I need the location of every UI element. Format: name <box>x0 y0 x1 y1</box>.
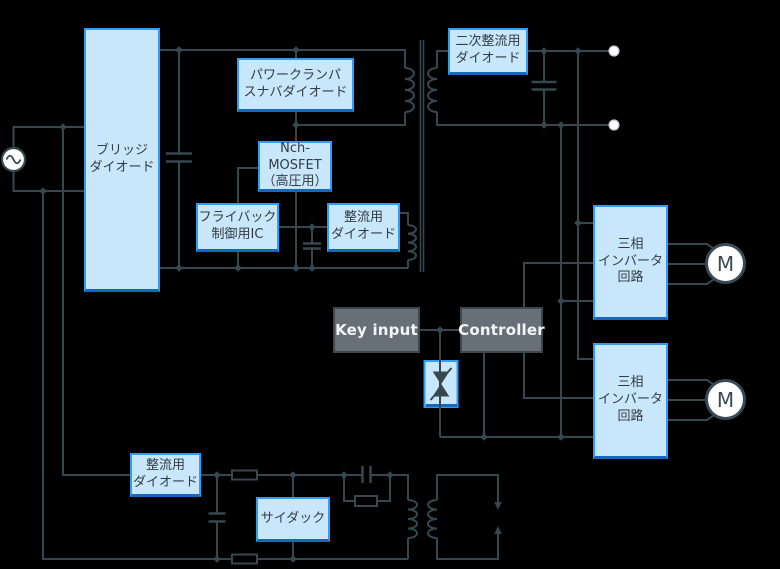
motor-1: M <box>705 243 746 284</box>
tvs-diode-icon <box>429 367 453 401</box>
box-label-line: ダイオード <box>330 227 396 242</box>
box-label-line: （高圧用） <box>262 174 328 190</box>
output-terminal-plus <box>608 45 620 57</box>
transformer-core <box>419 40 425 272</box>
wire-ac-to-bottom-rectifier <box>62 127 130 476</box>
box-label-line: 二次整流用 <box>455 34 521 50</box>
box-label-line: Nch- <box>280 140 310 156</box>
ac-bottom-lead <box>12 171 84 192</box>
box-key-input: Key input <box>333 307 420 353</box>
controller-to-inverter2 <box>523 353 593 399</box>
box-label-line: MOSFET <box>268 157 322 173</box>
bulk-cap-plates <box>166 152 192 163</box>
box-rectifier-diode-top: 整流用 ダイオード <box>327 203 400 252</box>
box-flyback-control-ic: フライバック 制御用IC <box>196 203 279 252</box>
box-bridge-diode: ブリッジ ダイオード <box>84 28 160 292</box>
box-three-phase-inverter-2: 三相 インバータ 回路 <box>593 343 668 459</box>
tvs-protector <box>423 330 459 437</box>
output-minus-rail <box>436 112 609 126</box>
box-label-line: ダイオード <box>455 51 521 66</box>
box-label-line: 三相 <box>617 236 644 252</box>
box-controller: Controller <box>458 307 545 353</box>
output-cap-plates <box>531 80 557 91</box>
series-resistor-bottom <box>231 553 258 565</box>
bottom-cap-plates <box>208 512 226 523</box>
controller-to-inverter1 <box>523 262 593 308</box>
igniter-secondary-bottom-loop <box>436 533 499 560</box>
box-sidac: サイダック <box>256 497 330 542</box>
box-label-line: インバータ <box>597 392 663 408</box>
box-secondary-rectifier-diode: 二次整流用 ダイオード <box>448 28 528 75</box>
wire-to-igniter-primary <box>371 474 409 500</box>
box-label-line: Controller <box>458 321 545 339</box>
igniter-secondary-top-loop <box>436 474 499 503</box>
box-label-line: 回路 <box>617 270 644 286</box>
aux-winding-top-lead <box>400 212 409 225</box>
primary-bottom-wire <box>296 112 406 126</box>
motor-2: M <box>705 379 746 420</box>
dc-top-rail <box>160 49 406 68</box>
box-label-line: サイダック <box>260 510 326 526</box>
igniter-secondary-winding <box>427 499 438 539</box>
ac-source-icon <box>0 146 27 173</box>
series-resistor-top <box>231 469 258 481</box>
motor-label: M <box>716 387 735 412</box>
box-label-line: フライバック <box>198 210 277 226</box>
box-label-line: 回路 <box>617 408 644 424</box>
gate-drive-wire <box>237 167 258 203</box>
wire-ac-to-bottom-bus <box>42 191 232 560</box>
spark-gap-icon <box>494 502 502 534</box>
parallel-resistor <box>354 495 378 507</box>
aux-winding <box>407 224 417 261</box>
parallel-resistor-left <box>343 475 355 502</box>
box-three-phase-inverter-1: 三相 インバータ 回路 <box>593 205 668 320</box>
box-label-line: パワークランパ <box>249 67 341 83</box>
plus-drop-wire <box>577 51 593 360</box>
box-label-line: 整流用 <box>145 457 185 473</box>
box-label-line: Key input <box>335 321 418 339</box>
coupling-cap-plates <box>361 466 372 483</box>
box-label-line: 整流用 <box>343 210 383 226</box>
secondary-winding <box>427 67 438 113</box>
box-label-line: ダイオード <box>89 159 155 175</box>
motor-label: M <box>716 251 735 276</box>
igniter-primary-winding <box>407 499 418 539</box>
parallel-resistor-right <box>377 475 391 502</box>
box-power-clamper-snubber-diode: パワークランパ スナバダイオード <box>237 58 354 112</box>
output-terminals <box>608 45 620 131</box>
box-label-line: 制御用IC <box>211 227 264 242</box>
box-nch-mosfet: Nch- MOSFET （高圧用） <box>258 141 332 192</box>
box-rectifier-diode-bottom: 整流用 ダイオード <box>130 453 201 497</box>
box-label-line: スナバダイオード <box>243 84 348 100</box>
vcc-cap-plates <box>303 242 321 250</box>
box-label-line: インバータ <box>597 253 663 269</box>
output-terminal-minus <box>608 119 620 131</box>
ac-top-lead <box>12 126 84 148</box>
box-label-line: ダイオード <box>132 474 198 490</box>
output-plus-rail <box>436 50 609 68</box>
box-label-line: 三相 <box>617 375 644 391</box>
primary-winding <box>404 67 415 113</box>
box-label-line: ブリッジ <box>95 142 148 158</box>
